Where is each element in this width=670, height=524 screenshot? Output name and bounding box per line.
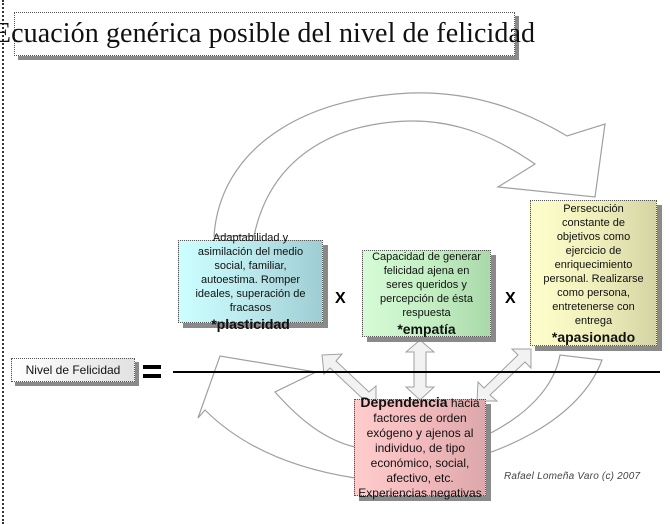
- multiply-operator: X: [335, 290, 346, 307]
- denominator-line: exógeno y ajenos al: [366, 426, 474, 440]
- factor-line: Persecución: [563, 202, 624, 215]
- equals-sign: [143, 365, 161, 379]
- page-left-border: [2, 0, 4, 524]
- factor-line: asimilación del medio: [197, 246, 304, 258]
- denominator-line: afectivo, etc.: [386, 471, 454, 485]
- equals-bar-top: [143, 365, 161, 369]
- title-box: Ecuación genérica posible del nivel de f…: [0, 12, 535, 56]
- factor-line: respuesta: [402, 307, 451, 319]
- denominator-line: económico, social,: [370, 456, 470, 470]
- fraction-line: [173, 371, 660, 373]
- denominator-keyword: Dependencia: [360, 394, 448, 410]
- factor-line: social, familiar,: [214, 260, 287, 272]
- factor-line: Adaptabilidad y: [212, 232, 289, 244]
- denominator-line: individuo, de tipo: [374, 441, 466, 455]
- multiply-operator: X: [505, 290, 516, 307]
- factor-line: objetivos como: [556, 230, 631, 243]
- factor-line: constante de: [562, 216, 625, 229]
- factor-line: autoestima. Romper: [200, 274, 301, 286]
- double-arrow-apasionado-dependencia: [476, 348, 532, 402]
- factor-keyword-empatia: *empatía: [397, 321, 456, 337]
- factor-line: felicidad ajena en: [383, 265, 470, 277]
- denominator-box-dependencia: Dependencia hacia factores de orden exóg…: [354, 395, 486, 500]
- factor-line: seres queridos y: [386, 279, 467, 291]
- double-arrow-empatia-dependencia: [404, 339, 436, 401]
- equals-bar-bottom: [143, 374, 161, 378]
- nivel-de-felicidad-box: Nivel de Felicidad: [11, 358, 135, 382]
- factor-box-apasionado: Persecución constante de objetivos como …: [530, 200, 657, 346]
- author-credit: Rafael Lomeña Varo (c) 2007: [504, 471, 641, 482]
- denominator-first-line: Dependencia hacia: [360, 395, 479, 411]
- factor-line: entretenerse con: [552, 300, 635, 313]
- lower-left-curved-arrow: [197, 355, 356, 479]
- nivel-label: Nivel de Felicidad: [25, 363, 121, 377]
- factor-box-plasticidad: Adaptabilidad y asimilación del medio so…: [178, 232, 323, 332]
- factor-line: fracasos: [229, 302, 272, 314]
- factor-keyword-plasticidad: *plasticidad: [211, 316, 290, 332]
- diagram-title: Ecuación genérica posible del nivel de f…: [0, 18, 536, 49]
- denominator-first-line-rest: hacia: [447, 396, 480, 410]
- factor-line: percepción de ésta: [380, 293, 473, 305]
- factor-keyword-apasionado: *apasionado: [551, 328, 636, 345]
- factor-line: Capacidad de generar: [372, 251, 481, 263]
- factor-line: ideales, superación de: [195, 288, 306, 300]
- factor-line: entrega: [574, 314, 613, 327]
- factor-line: ejercicio de: [565, 244, 622, 257]
- factor-line: personal. Realizarse: [543, 272, 644, 285]
- denominator-line: Experiencias negativas: [358, 486, 482, 500]
- denominator-line: factores de orden: [373, 411, 467, 425]
- top-curved-arrow: [213, 92, 606, 237]
- factor-line: como persona,: [557, 286, 630, 299]
- factor-line: enriquecimiento: [554, 258, 633, 271]
- factor-box-empatia: Capacidad de generar felicidad ajena en …: [362, 250, 491, 337]
